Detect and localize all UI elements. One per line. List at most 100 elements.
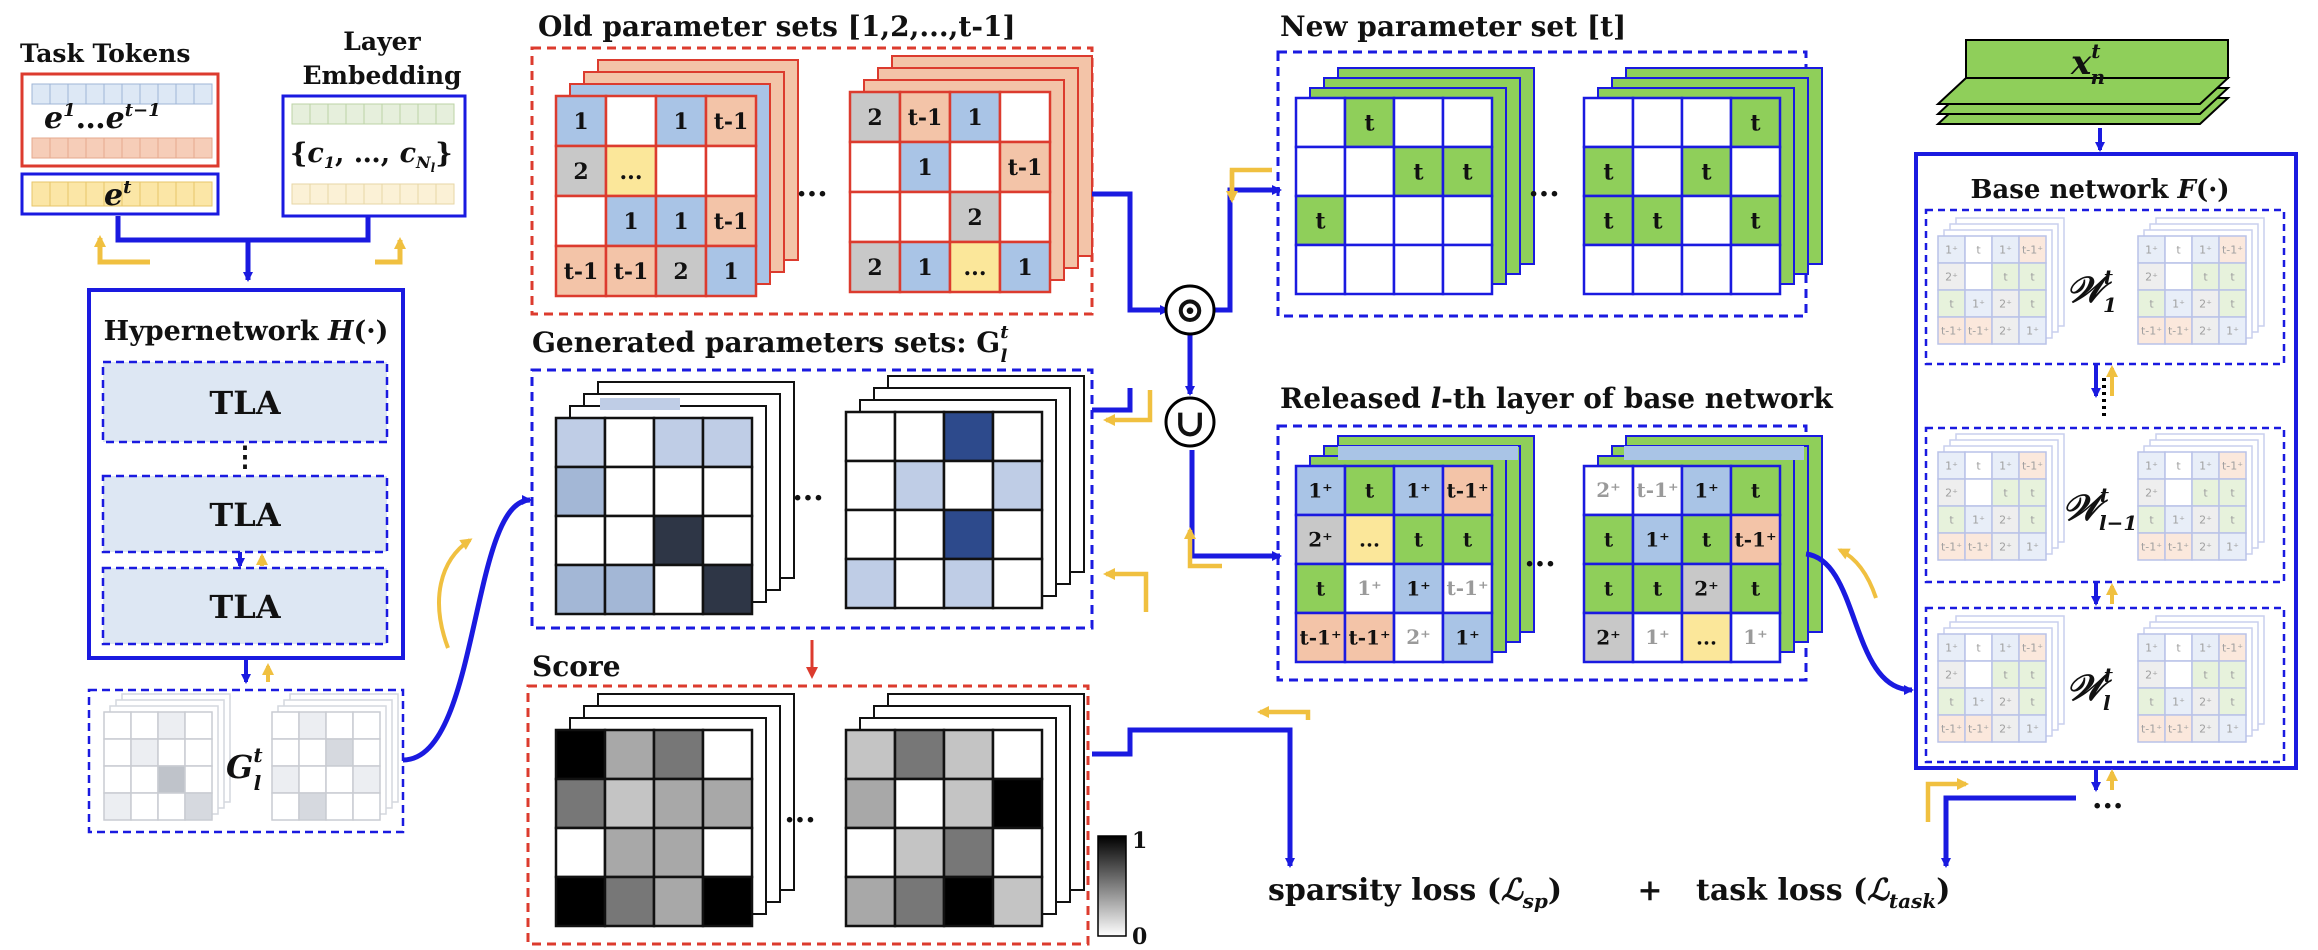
grid-cell [1582,243,1635,296]
grid-cell [1294,145,1347,198]
mini-cell [2164,687,2193,716]
colorbar-min-label: 0 [1132,924,1147,950]
w1-box [1924,208,2286,366]
svg-text:t-1⁺: t-1⁺ [1446,576,1488,600]
mini-cell-label: t [2003,271,2008,284]
released-to-base-arrow [1805,551,1914,695]
grid-cell [1631,145,1684,198]
mini-cell-label: t-1⁺ [1941,723,1962,736]
grid-cell [942,508,995,561]
grid-cell-label: 1 [917,155,932,181]
tla-label-1: TLA [209,384,281,422]
embedding-stripes [291,103,455,205]
grid-cell [554,416,607,469]
mini-cell-label: t [1949,696,1954,709]
old-token-stripes [31,83,213,159]
grid-cell-label: t [1604,577,1614,601]
released-box [1276,424,1808,682]
mini-cell-label: 1⁺ [2199,460,2212,473]
score-dots: ... [784,795,815,830]
gl-to-generated-arrow [402,495,532,763]
loss-panel: sparsity loss (ℒsp) + task loss (ℒtask) [1268,873,1950,913]
mini-cell [2018,235,2047,264]
mini-cell [157,792,186,821]
tla-block-3 [101,566,389,646]
mini-cell [352,792,381,821]
mini-cell-label: 1⁺ [1999,460,2012,473]
grid-cell-label: 1⁺ [1406,479,1430,503]
mini-cell [298,738,327,767]
grid-cell [942,875,995,928]
union-symbol: ∪ [1174,400,1206,445]
grid-cell-label: t-1 [614,259,649,285]
mini-cell [2218,451,2247,480]
mini-cell [2018,714,2047,743]
grid-cell-label: 1 [573,109,588,135]
grid-cell [1680,611,1733,664]
grid-cell [554,94,608,148]
grid-cell [704,144,758,198]
grid-cell [603,875,656,928]
mini-cell-label: t [2030,514,2035,527]
grid-cell [652,465,705,518]
grid-cell [1680,96,1733,149]
grid-cell [1294,96,1347,149]
grid-cell-label: 2 [573,159,588,185]
grid-cell [554,875,607,928]
grid-cell [652,728,705,781]
grid-cell-label: t [1365,479,1375,503]
mini-cell [184,711,213,740]
grid-cell [704,194,758,248]
mini-cell [1964,714,1993,743]
grid-cell [652,563,705,616]
mini-cell [1937,633,1966,662]
grid-cell [1343,194,1396,247]
grid-cell [603,728,656,781]
grid-cell [1680,464,1733,517]
grid-cell [1343,243,1396,296]
tla-label-3: TLA [209,588,281,626]
mini-cell [2018,532,2047,561]
mini-cell [2191,505,2220,534]
grid-cell-label: 1 [1017,255,1032,281]
grid-cell [1729,194,1782,247]
grid-cell-label: t-1⁺ [1348,626,1390,650]
mini-cell-label: 1⁺ [2226,541,2239,554]
mini-cell-label: 2⁺ [1999,696,2012,709]
mini-cell [352,765,381,794]
mini-cell-label: t-1⁺ [2222,642,2243,655]
grid-cell-label: 1 [673,209,688,235]
grid-cell [554,563,607,616]
mini-cell [352,711,381,740]
grid-cell [948,140,1002,194]
mini-cell-label: t [1976,244,1981,257]
grid-cell [603,416,656,469]
grid-cell [1680,513,1733,566]
mini-cell-label: t [2230,298,2235,311]
grid-cell-label: ... [964,255,987,281]
elementwise-product-operator [1164,284,1216,336]
grid-cell [844,508,897,561]
grid-cell [1631,96,1684,149]
current-token-stripes [31,181,213,207]
mini-cell [1964,478,1993,507]
new-params-title: New parameter set [t] [1280,10,1626,43]
mini-cell [130,765,159,794]
mini-cell-label: 1⁺ [2199,244,2212,257]
grid-cell [991,410,1044,463]
grid-cell-label: 1⁺ [1455,626,1479,650]
mini-cell [271,792,300,821]
mini-cell [1964,687,1993,716]
score-title: Score [532,650,621,683]
grid-cell [1441,611,1494,664]
grid-cell [991,508,1044,561]
new-params-dots: ... [1528,169,1559,204]
mini-cell-label: t [2176,460,2181,473]
grid-cell [1441,243,1494,296]
mini-cell [271,711,300,740]
grid-cell [701,777,754,830]
mini-cell [2218,687,2247,716]
mini-cell [2218,505,2247,534]
